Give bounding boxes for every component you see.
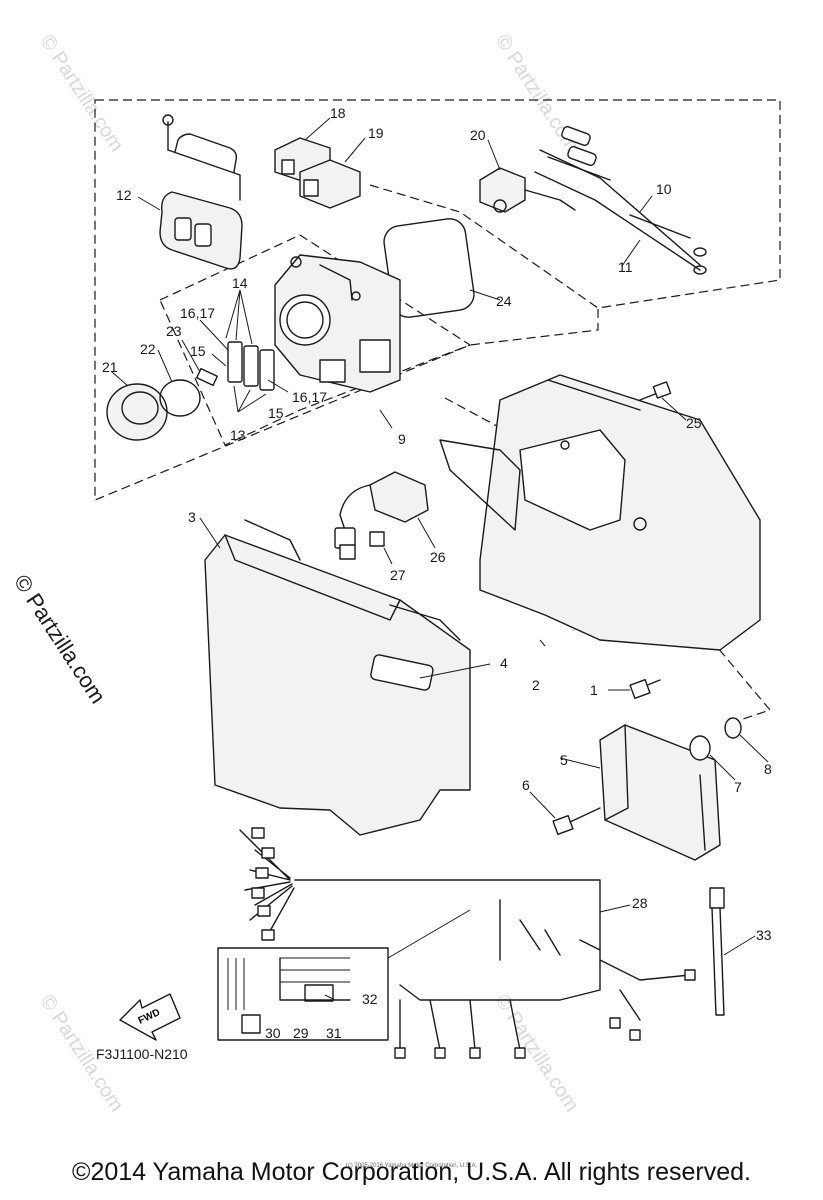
part-2-box bbox=[439, 374, 761, 651]
callout-11: 11 bbox=[618, 259, 633, 275]
part-24-gasket bbox=[383, 218, 475, 318]
callout-7: 7 bbox=[734, 779, 742, 795]
bolts bbox=[369, 381, 672, 700]
parts-13-17-fuses bbox=[199, 289, 289, 413]
callout-10: 10 bbox=[656, 181, 672, 197]
callout-14: 14 bbox=[232, 275, 248, 291]
callout-13: 13 bbox=[230, 427, 246, 443]
parts-5-8-ecu bbox=[552, 717, 742, 861]
callout-23: 23 bbox=[166, 323, 182, 339]
harness-detail-inset bbox=[217, 947, 389, 1041]
callout-28: 28 bbox=[632, 895, 648, 911]
svg-text:© Partzilla.com: © Partzilla.com bbox=[36, 31, 128, 156]
callout-3: 3 bbox=[188, 509, 196, 525]
callout-5: 5 bbox=[560, 752, 568, 768]
figure-code: F3J1100-N210 bbox=[96, 1046, 188, 1062]
callout-15a: 15 bbox=[190, 343, 206, 359]
callout-19: 19 bbox=[368, 125, 384, 141]
callout-15b: 15 bbox=[268, 405, 284, 421]
parts-10-11-20-cables bbox=[479, 126, 707, 275]
callout-8: 8 bbox=[764, 761, 772, 777]
callout-9: 9 bbox=[398, 431, 406, 447]
parts-18-19-relays bbox=[274, 117, 366, 209]
svg-text:© Partzilla.com: © Partzilla.com bbox=[491, 991, 583, 1116]
callout-12: 12 bbox=[116, 187, 132, 203]
callout-26: 26 bbox=[430, 549, 446, 565]
part-3-cover bbox=[204, 519, 471, 836]
forward-direction-arrow: FWD bbox=[119, 993, 181, 1041]
parts-21-23-cap bbox=[106, 339, 218, 441]
fine-print: (c) 2005-2016 Yamaha Motor Corporation, … bbox=[345, 1163, 478, 1169]
callout-27: 27 bbox=[390, 567, 406, 583]
callout-21: 21 bbox=[102, 359, 118, 375]
callout-2: 2 bbox=[532, 677, 540, 693]
callout-22: 22 bbox=[140, 341, 156, 357]
upper-assembly-boundary bbox=[94, 99, 781, 501]
callout-labels: 1 2 3 4 5 6 7 8 9 10 11 12 13 14 15 15 1… bbox=[102, 105, 772, 1041]
part-26-sensor bbox=[334, 471, 429, 560]
part-9-housing bbox=[274, 254, 401, 393]
callout-31: 31 bbox=[326, 1025, 342, 1041]
callout-16-17b: 16,17 bbox=[292, 389, 327, 405]
cover-group-boundary bbox=[369, 184, 599, 309]
callout-6: 6 bbox=[522, 777, 530, 793]
callout-20: 20 bbox=[470, 127, 486, 143]
part-12-cover bbox=[159, 114, 243, 270]
callout-33: 33 bbox=[756, 927, 772, 943]
callout-30: 30 bbox=[265, 1025, 281, 1041]
callout-18: 18 bbox=[330, 105, 346, 121]
callout-1: 1 bbox=[590, 682, 598, 698]
callout-4: 4 bbox=[500, 655, 508, 671]
callout-24: 24 bbox=[496, 293, 512, 309]
callout-32: 32 bbox=[362, 991, 378, 1007]
callout-25: 25 bbox=[686, 415, 702, 431]
part-28-harness bbox=[239, 827, 696, 1059]
callout-16-17a: 16,17 bbox=[180, 305, 215, 321]
callout-29: 29 bbox=[293, 1025, 309, 1041]
callout-leaders bbox=[137, 139, 769, 1001]
copyright-notice: ©2014 Yamaha Motor Corporation, U.S.A. A… bbox=[72, 1158, 751, 1186]
part-33-cable-tie bbox=[709, 887, 725, 1016]
throttle-body-group-boundary bbox=[159, 234, 472, 446]
